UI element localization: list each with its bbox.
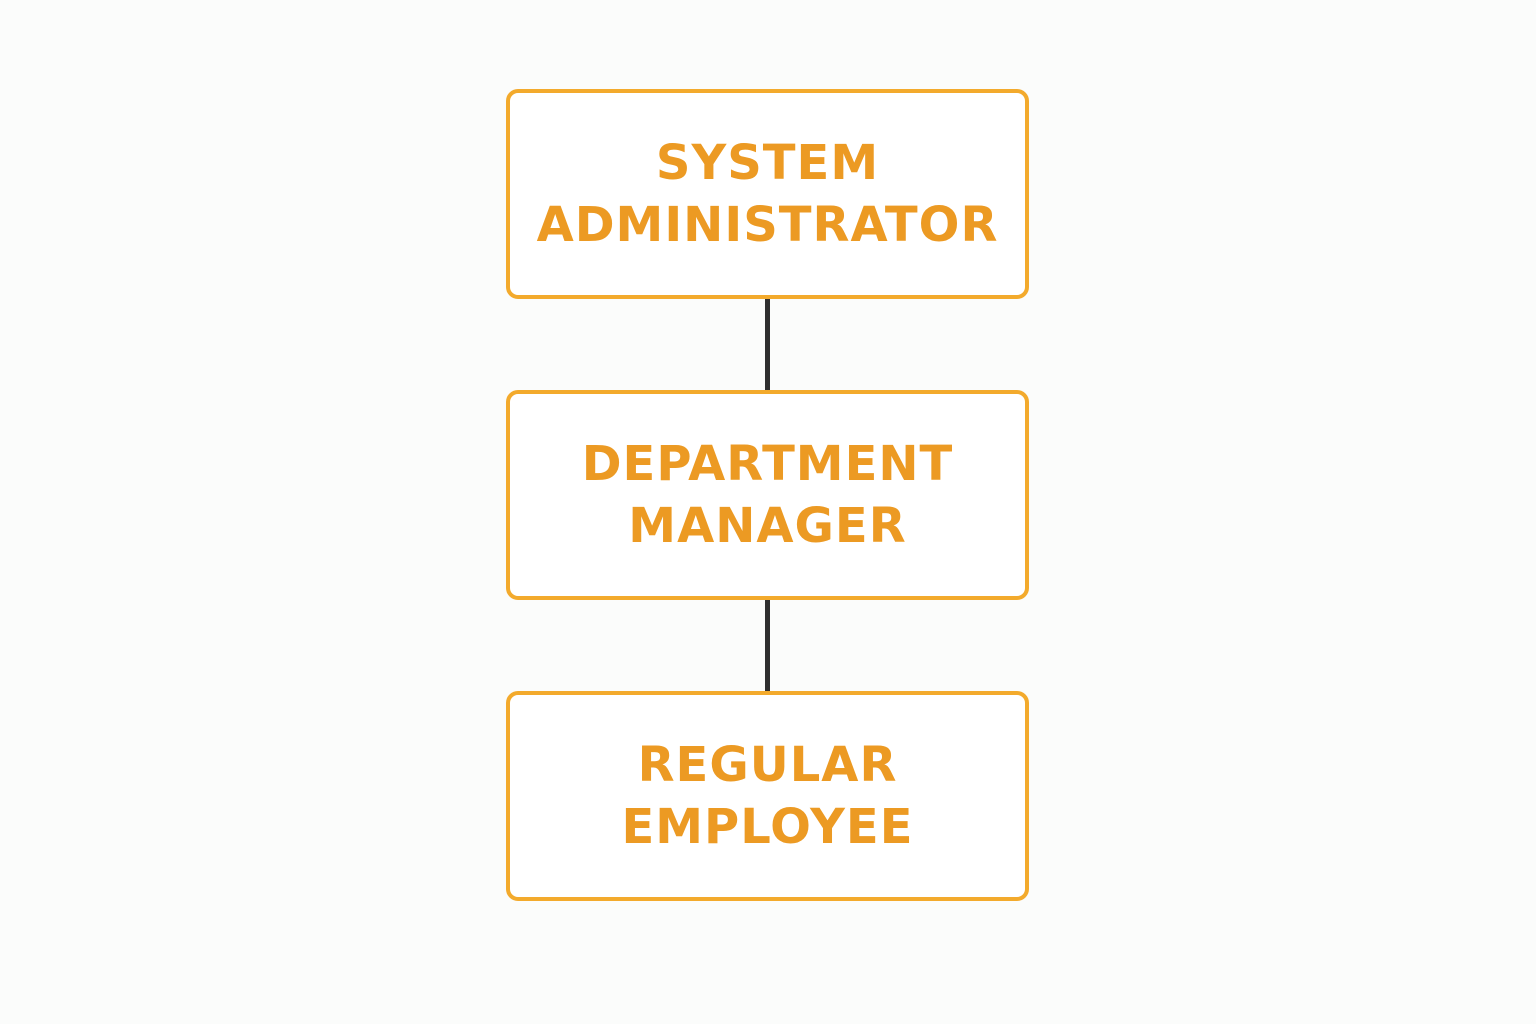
node-system-administrator: SYSTEM ADMINISTRATOR bbox=[506, 89, 1029, 299]
node-label-line: REGULAR bbox=[637, 737, 898, 793]
node-label: DEPARTMENT MANAGER bbox=[582, 433, 954, 557]
node-label: SYSTEM ADMINISTRATOR bbox=[537, 132, 999, 256]
connector-admin-to-manager bbox=[765, 299, 770, 390]
connector-manager-to-employee bbox=[765, 600, 770, 691]
node-label-line: SYSTEM bbox=[655, 135, 880, 191]
node-label: REGULAR EMPLOYEE bbox=[621, 734, 913, 858]
node-regular-employee: REGULAR EMPLOYEE bbox=[506, 691, 1029, 901]
node-label-line: MANAGER bbox=[628, 498, 907, 554]
node-label-line: EMPLOYEE bbox=[621, 799, 914, 855]
node-department-manager: DEPARTMENT MANAGER bbox=[506, 390, 1029, 600]
node-label-line: ADMINISTRATOR bbox=[536, 197, 999, 253]
node-label-line: DEPARTMENT bbox=[581, 436, 954, 492]
